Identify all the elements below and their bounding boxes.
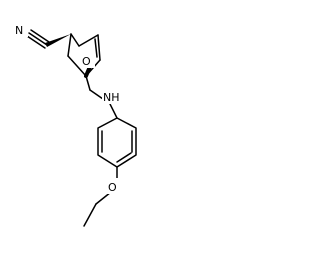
aryl-ring (97, 103, 137, 181)
nitrile-nitrogen-label: N (15, 24, 23, 37)
bridge-oxygen-label: O (82, 55, 91, 68)
nitrile-triple-bond (26, 29, 50, 49)
ethoxy-chain (83, 191, 112, 227)
wedge-bond (45, 34, 71, 47)
chemical-structure: N O NH O (14, 21, 137, 227)
ether-oxygen-label: O (108, 181, 117, 194)
amine-nh-label: NH (103, 91, 120, 104)
